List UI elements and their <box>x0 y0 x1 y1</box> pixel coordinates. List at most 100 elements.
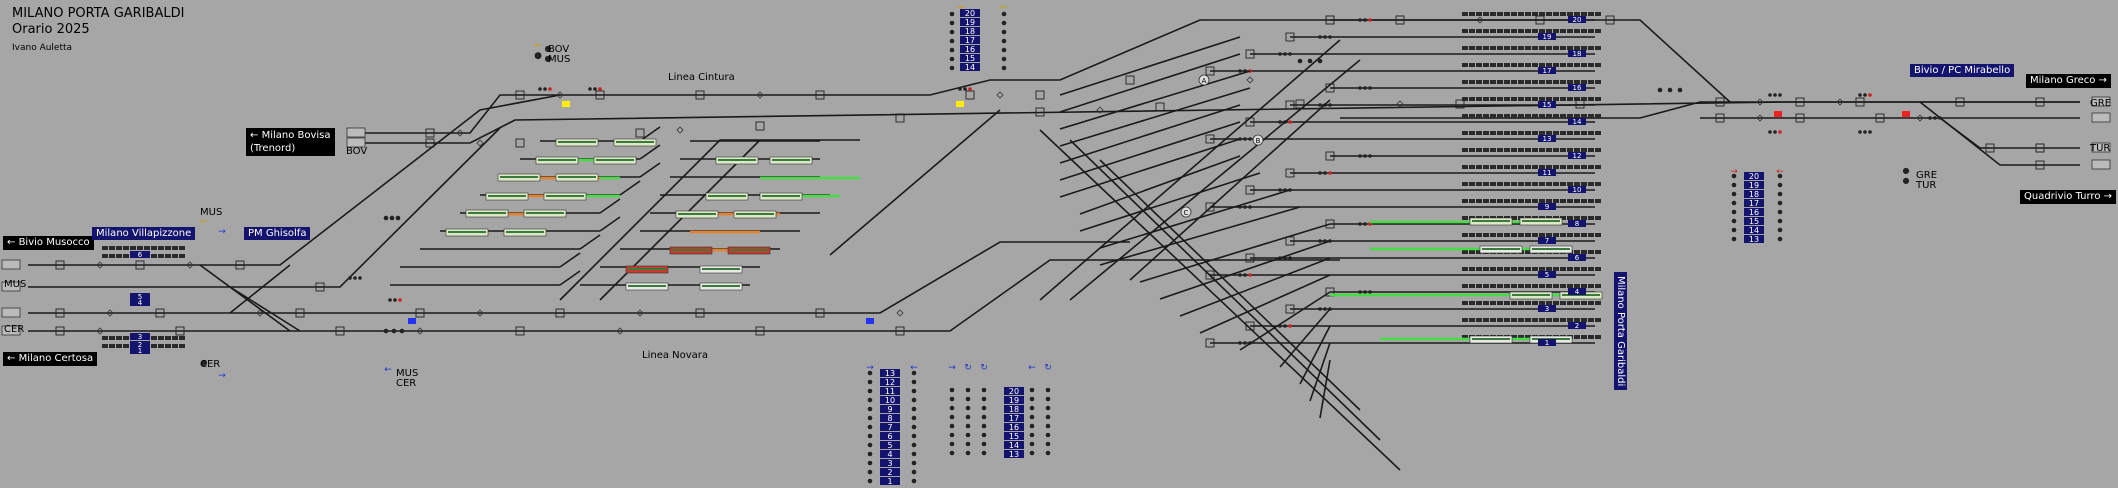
track-circuit-box[interactable] <box>425 128 435 138</box>
track-circuit-box[interactable] <box>2035 97 2045 107</box>
signal-lamp[interactable] <box>1248 205 1252 209</box>
signal-lamp[interactable] <box>1777 209 1783 215</box>
signal-lamp[interactable] <box>867 460 873 466</box>
track-circuit-box[interactable] <box>1715 113 1725 123</box>
platform-number-box[interactable] <box>880 450 900 458</box>
signal-lamp[interactable] <box>1045 423 1051 429</box>
signal-lamp[interactable] <box>1238 273 1242 277</box>
signal-lamp[interactable] <box>1773 93 1777 97</box>
signal-lamp[interactable] <box>1368 18 1372 22</box>
signal-lamp[interactable] <box>1029 414 1035 420</box>
signal-lamp[interactable] <box>1045 405 1051 411</box>
signal-lamp[interactable] <box>1029 450 1035 456</box>
block-indicator-blue[interactable] <box>408 318 416 324</box>
signal-lamp[interactable] <box>1243 341 1247 345</box>
entry-track-indicator[interactable] <box>1 307 21 318</box>
platform-number-box[interactable] <box>1744 217 1764 225</box>
signal-lamp[interactable] <box>949 423 955 429</box>
track-circuit-box[interactable] <box>515 90 525 100</box>
platform-number-box[interactable] <box>960 18 980 26</box>
entry-track-indicator[interactable] <box>2091 112 2111 123</box>
signal-lamp[interactable] <box>389 215 395 221</box>
signal-lamp[interactable] <box>949 387 955 393</box>
signal-lamp[interactable] <box>965 414 971 420</box>
signal-lamp[interactable] <box>1731 200 1737 206</box>
platform-number-box[interactable] <box>1538 101 1556 108</box>
signal-lamp[interactable] <box>867 451 873 457</box>
signal-lamp[interactable] <box>949 450 955 456</box>
signal-lamp[interactable] <box>1243 205 1247 209</box>
track-number-box[interactable] <box>130 293 150 300</box>
signal-lamp[interactable] <box>1928 116 1932 120</box>
signal-lamp[interactable] <box>1731 218 1737 224</box>
track-circuit-box[interactable] <box>1205 338 1215 348</box>
signal-lamp[interactable] <box>1029 441 1035 447</box>
track-circuit-box[interactable] <box>1575 99 1585 109</box>
platform-number-box[interactable] <box>1568 322 1586 329</box>
platform-number-box[interactable] <box>960 54 980 62</box>
track-circuit-box[interactable] <box>155 308 165 318</box>
signal-lamp[interactable] <box>949 414 955 420</box>
signal-lamp[interactable] <box>383 215 389 221</box>
signal-aspect-red[interactable] <box>1902 111 1910 117</box>
platform-number-box[interactable] <box>880 477 900 485</box>
signal-lamp[interactable] <box>1283 52 1287 56</box>
signal-lamp[interactable] <box>949 56 955 62</box>
signal-lamp[interactable] <box>1677 87 1683 93</box>
signal-lamp[interactable] <box>949 29 955 35</box>
platform-number-box[interactable] <box>880 405 900 413</box>
signal-lamp[interactable] <box>1358 86 1362 90</box>
platform-number-box[interactable] <box>1004 450 1024 458</box>
platform-number-box[interactable] <box>1004 387 1024 395</box>
signal-lamp[interactable] <box>1001 29 1007 35</box>
entry-track-indicator[interactable] <box>1 259 21 270</box>
platform-number-box[interactable] <box>1538 271 1556 278</box>
track-circuit-box[interactable] <box>55 326 65 336</box>
signal-lamp[interactable] <box>1318 35 1322 39</box>
signal-lamp[interactable] <box>1777 182 1783 188</box>
signal-lamp[interactable] <box>911 442 917 448</box>
track-circuit-box[interactable] <box>55 308 65 318</box>
platform-number-box[interactable] <box>1744 199 1764 207</box>
signal-lamp[interactable] <box>353 276 357 280</box>
signal-lamp[interactable] <box>1029 405 1035 411</box>
signal-lamp[interactable] <box>867 478 873 484</box>
platform-number-box[interactable] <box>1568 152 1586 159</box>
track-circuit-box[interactable] <box>755 326 765 336</box>
dest-certosa-button[interactable]: ← Milano Certosa <box>3 352 98 366</box>
signal-lamp[interactable] <box>949 20 955 26</box>
signal-lamp[interactable] <box>965 423 971 429</box>
track-circuit-box[interactable] <box>1535 15 1545 25</box>
platform-number-box[interactable] <box>880 459 900 467</box>
signal-lamp[interactable] <box>1363 18 1367 22</box>
track-circuit-box[interactable] <box>1455 99 1465 109</box>
track-circuit-box[interactable] <box>815 90 825 100</box>
signal-lamp[interactable] <box>598 87 602 91</box>
signal-lamp[interactable] <box>981 405 987 411</box>
signal-lamp[interactable] <box>1307 58 1313 64</box>
track-number-box[interactable] <box>130 299 150 306</box>
signal-lamp[interactable] <box>981 441 987 447</box>
track-circuit-box[interactable] <box>135 260 145 270</box>
track-circuit-box[interactable] <box>1035 90 1045 100</box>
signal-lamp[interactable] <box>1368 154 1372 158</box>
signal-lamp[interactable] <box>867 388 873 394</box>
signal-lamp[interactable] <box>968 87 972 91</box>
track-circuit-box[interactable] <box>1245 185 1255 195</box>
track-circuit-box[interactable] <box>1125 75 1135 85</box>
platform-number-box[interactable] <box>1744 226 1764 234</box>
signal-lamp[interactable] <box>1288 52 1292 56</box>
signal-lamp[interactable] <box>867 433 873 439</box>
track-circuit-box[interactable] <box>1155 102 1165 112</box>
platform-number-box[interactable] <box>1538 305 1556 312</box>
signal-lamp[interactable] <box>543 87 547 91</box>
platform-number-box[interactable] <box>880 369 900 377</box>
signal-lamp[interactable] <box>348 276 352 280</box>
entry-track-indicator[interactable] <box>346 127 366 138</box>
track-circuit-box[interactable] <box>235 260 245 270</box>
signal-lamp[interactable] <box>981 423 987 429</box>
signal-lamp[interactable] <box>1777 200 1783 206</box>
signal-lamp[interactable] <box>1328 103 1332 107</box>
signal-lamp[interactable] <box>358 276 362 280</box>
track-circuit-box[interactable] <box>1285 32 1295 42</box>
